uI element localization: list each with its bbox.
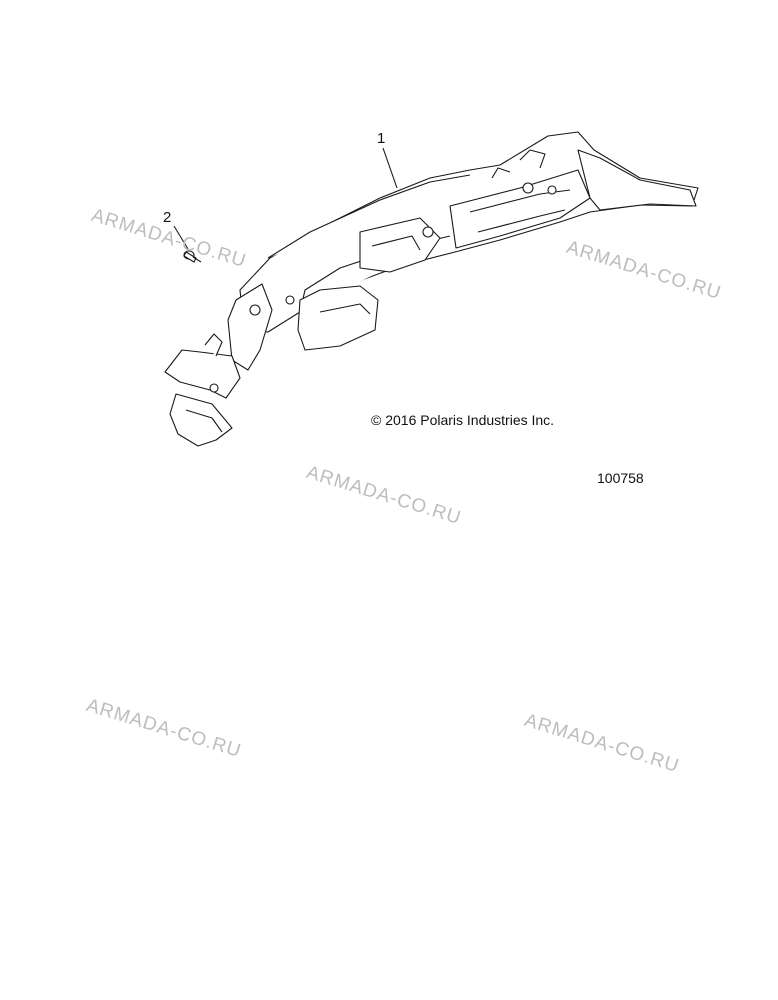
bolt-part xyxy=(183,250,202,263)
copyright-text: © 2016 Polaris Industries Inc. xyxy=(371,412,555,428)
callout-1: 1 xyxy=(377,130,386,147)
figure-id: 100758 xyxy=(597,470,644,486)
leader-line-1 xyxy=(382,147,398,189)
bumper-part xyxy=(164,131,699,447)
callout-2: 2 xyxy=(163,209,172,226)
leader-line-2 xyxy=(173,225,189,250)
